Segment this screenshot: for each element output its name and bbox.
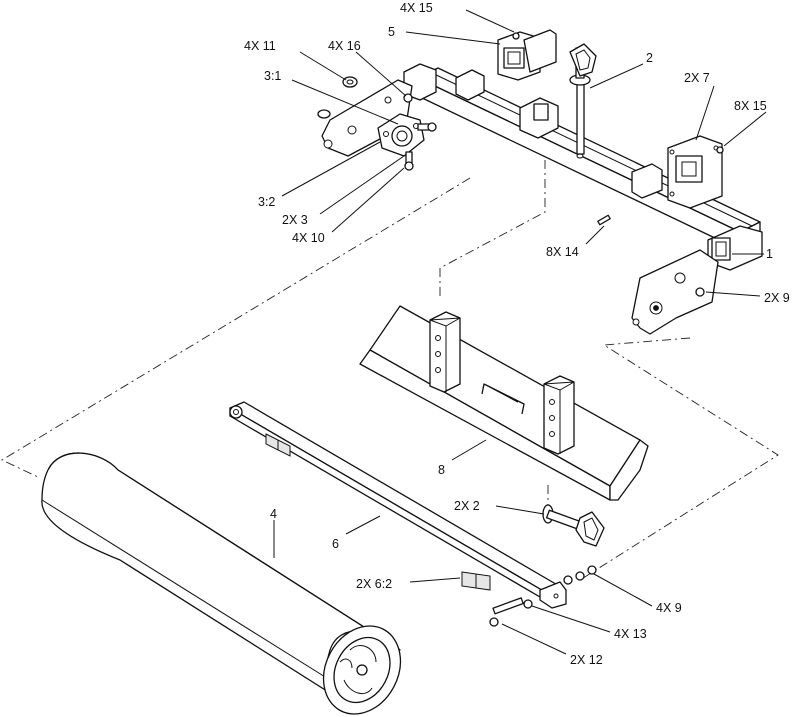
callout-4x11: 4X 11 bbox=[244, 39, 276, 53]
callout-2: 2 bbox=[646, 51, 653, 65]
callout-4x16: 4X 16 bbox=[328, 39, 361, 53]
shaft-hardware bbox=[489, 565, 597, 627]
right-mount-plate bbox=[631, 249, 719, 335]
scraper-assembly bbox=[359, 305, 649, 501]
alignment-line-right bbox=[579, 337, 779, 581]
frame-right-socket-face bbox=[711, 237, 731, 261]
callout-4x10: 4X 10 bbox=[292, 231, 325, 245]
hardware bbox=[317, 32, 724, 297]
nut-15-right bbox=[716, 146, 724, 154]
callout-5: 5 bbox=[388, 25, 395, 39]
callout-6: 6 bbox=[332, 537, 339, 551]
bearing-housing bbox=[377, 113, 437, 171]
alignment-lines bbox=[1, 160, 779, 581]
bolt-14 bbox=[597, 214, 611, 226]
nut-15-top bbox=[512, 32, 520, 40]
callout-4x15-top: 4X 15 bbox=[400, 1, 433, 15]
scraper-end bbox=[609, 439, 649, 501]
washer-9-a bbox=[563, 575, 573, 585]
lynch-pin-top bbox=[569, 43, 597, 155]
callout-8x15: 8X 15 bbox=[734, 99, 767, 113]
washer-9-b bbox=[575, 571, 585, 581]
callout-3-2: 3:2 bbox=[258, 195, 275, 209]
roller-shaft bbox=[229, 401, 567, 609]
alignment-line-center bbox=[439, 160, 546, 298]
callout-4x9: 4X 9 bbox=[656, 601, 682, 615]
callout-8: 8 bbox=[438, 463, 445, 477]
roller-drum bbox=[41, 452, 402, 715]
callout-8x14: 8X 14 bbox=[546, 245, 579, 259]
callout-4x13: 4X 13 bbox=[614, 627, 647, 641]
scraper-post-right bbox=[543, 375, 575, 455]
callout-2x3: 2X 3 bbox=[282, 213, 308, 227]
washer-9-right bbox=[695, 287, 705, 297]
washer-13 bbox=[523, 599, 533, 609]
alignment-line-left bbox=[1, 177, 471, 479]
callout-2x12: 2X 12 bbox=[570, 653, 603, 667]
callout-2x7: 2X 7 bbox=[684, 71, 710, 85]
callout-4: 4 bbox=[270, 507, 277, 521]
washer-9-c bbox=[587, 565, 597, 575]
scraper-post-left bbox=[429, 311, 461, 393]
leader-lines bbox=[273, 9, 767, 655]
callout-2x2: 2X 2 bbox=[454, 499, 480, 513]
callout-2x9: 2X 9 bbox=[764, 291, 790, 305]
callout-1: 1 bbox=[766, 247, 773, 261]
callout-2x6-2: 2X 6:2 bbox=[356, 577, 392, 591]
bolt-12 bbox=[492, 597, 524, 615]
main-frame bbox=[321, 29, 763, 335]
decal-6-2 bbox=[461, 571, 491, 591]
callout-3-1: 3:1 bbox=[264, 69, 281, 83]
lynch-pin-lower bbox=[542, 504, 605, 547]
callout-labels: 4X 15 5 4X 11 4X 16 3:1 2 2X 7 8X 15 3:2… bbox=[244, 1, 790, 667]
scraper-handle bbox=[481, 383, 525, 415]
lynch-pin-shaft bbox=[576, 79, 585, 155]
